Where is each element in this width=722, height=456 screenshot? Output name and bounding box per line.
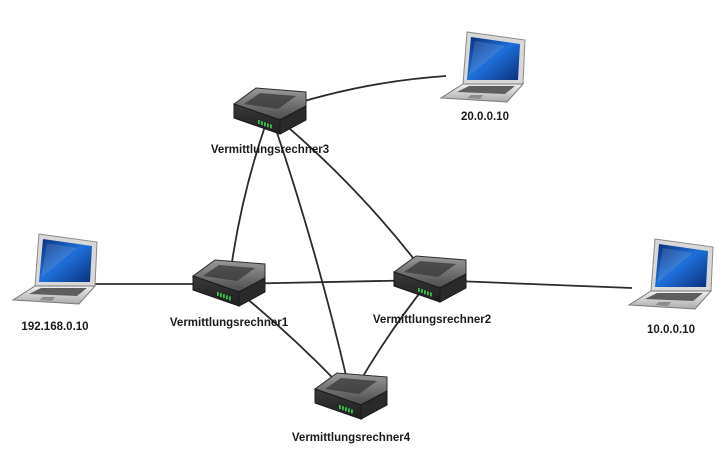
router-r2[interactable]: Vermittlungsrechner2 <box>373 255 491 326</box>
link-r3-r4 <box>269 111 352 398</box>
router-icon <box>313 372 388 420</box>
router-label: Vermittlungsrechner4 <box>292 432 411 444</box>
router-icon <box>191 259 266 307</box>
link-r3-r2 <box>269 111 431 281</box>
router-r3[interactable]: Vermittlungsrechner3 <box>211 87 329 156</box>
links-layer <box>92 75 633 398</box>
link-r3-r1 <box>228 111 271 285</box>
host-label: 192.168.0.10 <box>21 321 88 333</box>
router-r4[interactable]: Vermittlungsrechner4 <box>292 372 411 444</box>
laptop-icon <box>11 233 98 305</box>
router-r1[interactable]: Vermittlungsrechner1 <box>170 259 289 329</box>
router-icon <box>392 255 467 303</box>
router-label: Vermittlungsrechner2 <box>373 314 491 326</box>
host-label: 10.0.0.10 <box>647 324 695 336</box>
host-h1[interactable]: 192.168.0.10 <box>11 233 98 333</box>
host-h3[interactable]: 10.0.0.10 <box>627 238 714 336</box>
router-label: Vermittlungsrechner3 <box>211 144 329 156</box>
host-h2[interactable]: 20.0.0.10 <box>439 31 526 123</box>
laptop-icon <box>439 31 526 103</box>
router-label: Vermittlungsrechner1 <box>170 317 289 329</box>
router-icon <box>232 87 307 135</box>
laptop-icon <box>627 238 714 310</box>
nodes-layer: Vermittlungsrechner1 Vermittlungsrechner2… <box>11 31 714 444</box>
host-label: 20.0.0.10 <box>461 111 509 123</box>
